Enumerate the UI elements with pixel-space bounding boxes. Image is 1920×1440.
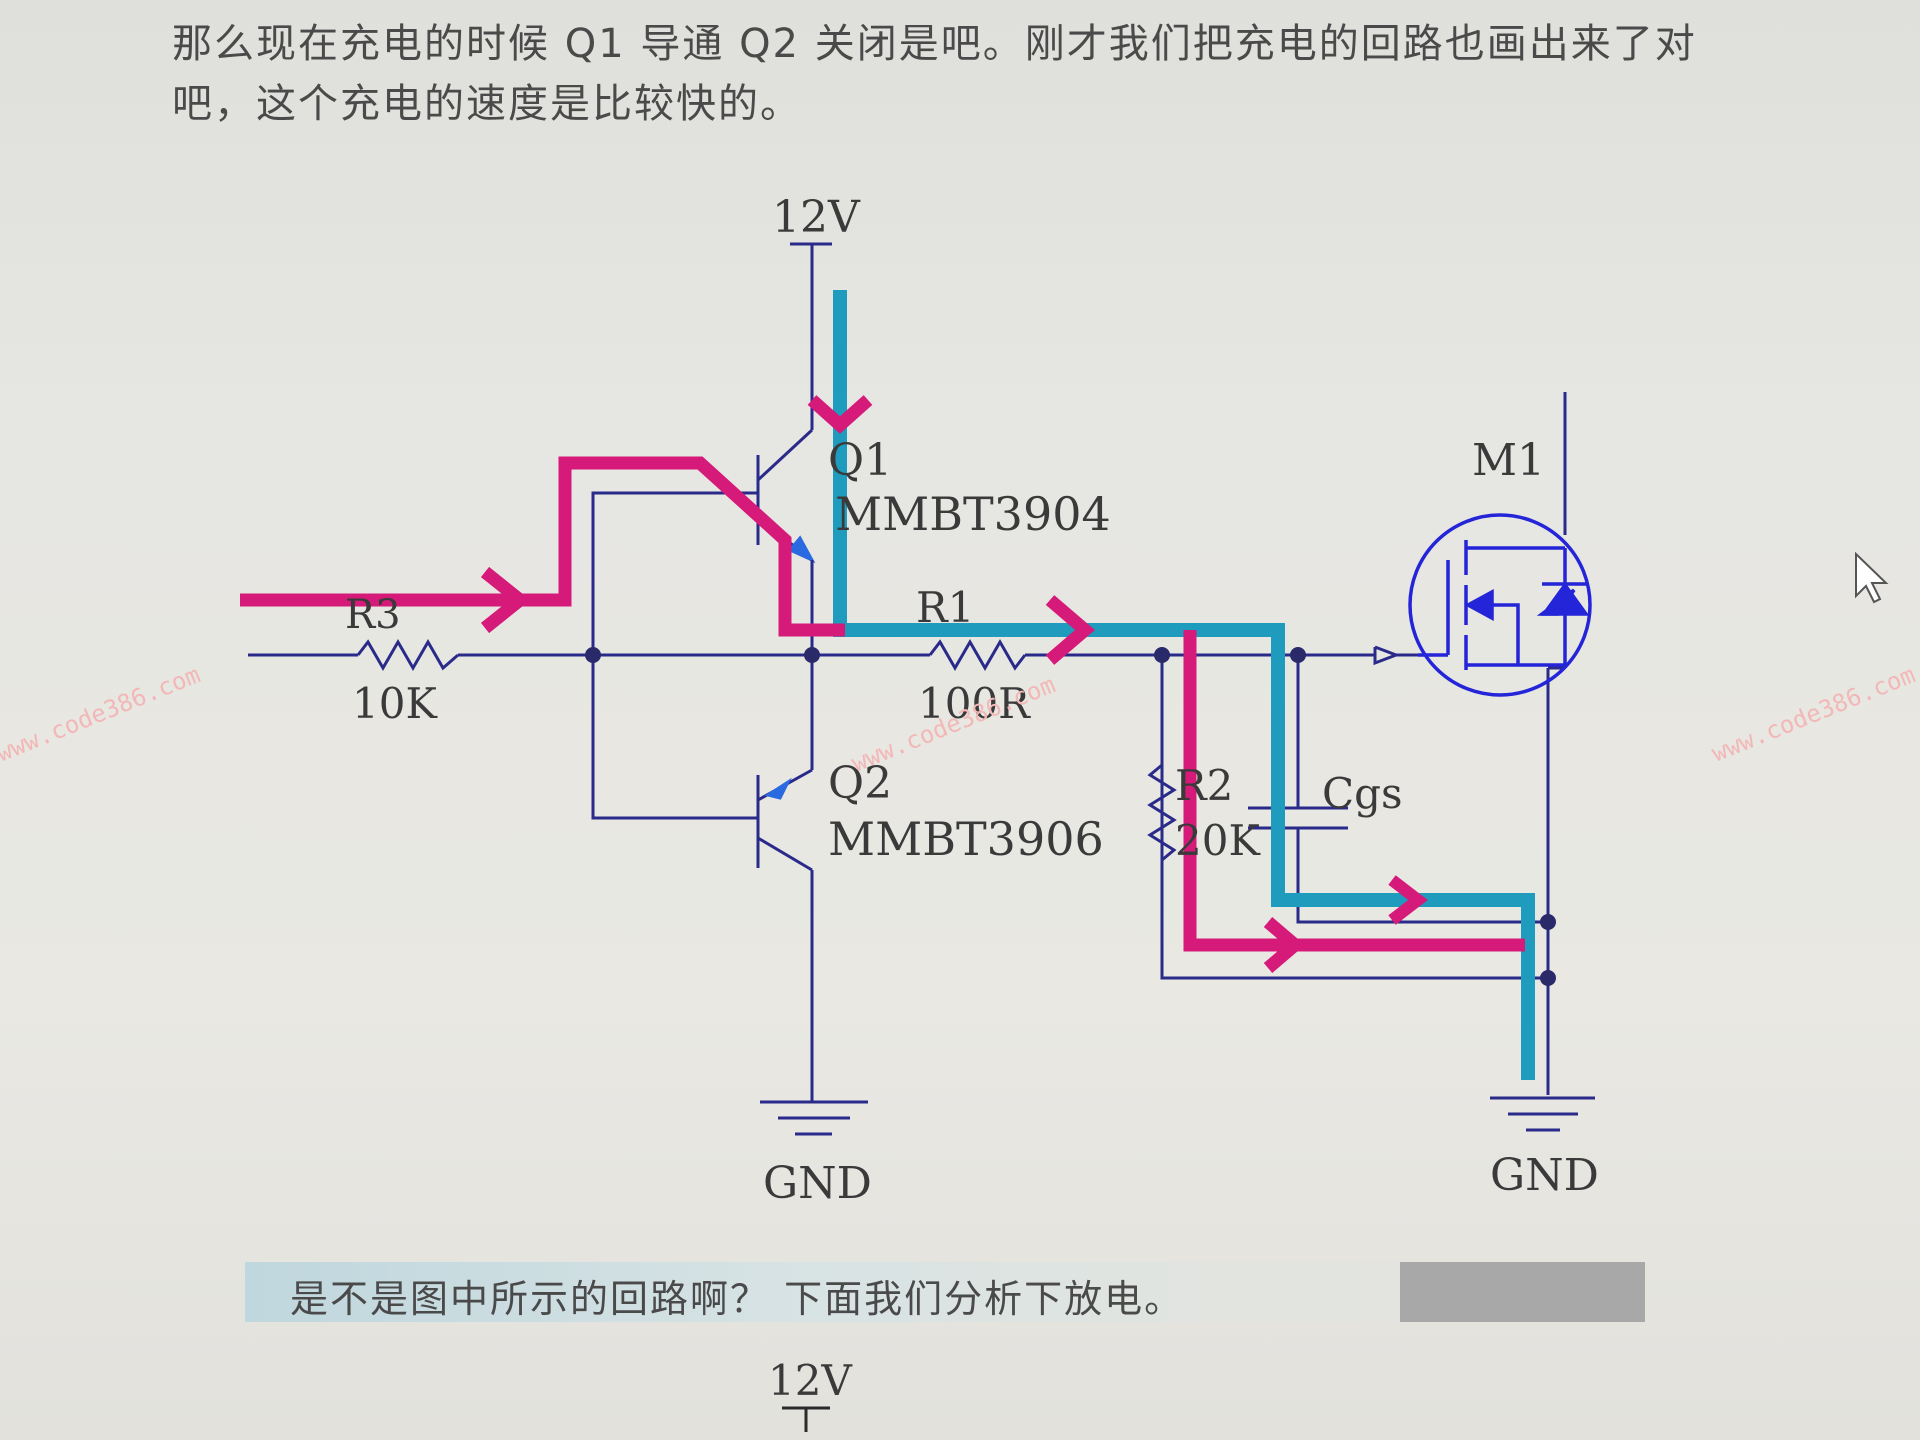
q2-part-label: MMBT3906: [828, 812, 1104, 866]
caption-highlight: 是不是图中所示的回路啊？ 下面我们分析下放电。: [245, 1262, 1645, 1322]
caption-gray-block: [1400, 1262, 1645, 1322]
vcc-label: 12V: [772, 192, 861, 243]
gnd-left-label: GND: [763, 1158, 872, 1209]
junction-dots: [585, 647, 1556, 986]
r3-name-label: R3: [345, 592, 401, 638]
gnd-right-label: GND: [1490, 1150, 1599, 1201]
charging-path-cyan: [833, 290, 1535, 1080]
r3-value-label: 10K: [352, 679, 438, 728]
mouse-pointer-icon: [1855, 551, 1889, 604]
q1-part-label: MMBT3904: [835, 487, 1111, 541]
intro-paragraph: 那么现在充电的时候 Q1 导通 Q2 关闭是吧。刚才我们把充电的回路也画出来了对…: [172, 14, 1732, 134]
cgs-label: Cgs: [1322, 769, 1403, 818]
r2-value-label: 20K: [1175, 816, 1261, 865]
schematic-labels: 12V R3 10K Q1 MMBT3904 R1 100R Q2 MMBT39…: [345, 192, 1599, 1405]
charging-path-pink: [240, 395, 1525, 973]
r1-name-label: R1: [916, 583, 974, 632]
caption-text: 是不是图中所示的回路啊？ 下面我们分析下放电。: [290, 1277, 1185, 1321]
bottom-vcc-label: 12V: [768, 1356, 852, 1405]
intro-line-2: 吧，这个充电的速度是比较快的。: [172, 81, 802, 127]
intro-line-1: 那么现在充电的时候 Q1 导通 Q2 关闭是吧。刚才我们把充电的回路也画出来了对: [172, 21, 1697, 67]
q2-name-label: Q2: [828, 758, 892, 809]
wiring: [248, 242, 1595, 1136]
q2-transistor: [756, 768, 813, 872]
r2-name-label: R2: [1175, 761, 1233, 810]
r1-value-label: 100R: [918, 679, 1031, 728]
mosfet-m1: [1408, 513, 1592, 697]
mosfet-name-label: M1: [1472, 435, 1545, 486]
bottom-vcc-symbol: [782, 1406, 830, 1432]
q1-name-label: Q1: [828, 435, 892, 486]
